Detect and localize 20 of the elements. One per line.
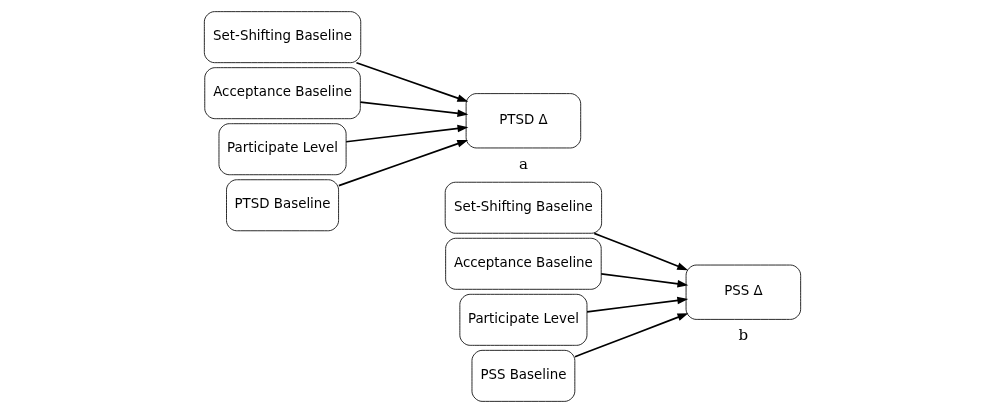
label: a xyxy=(518,154,528,173)
node-box: Participate Level xyxy=(218,123,347,176)
node-box: PTSD Δ xyxy=(465,93,582,149)
arrow xyxy=(338,140,469,187)
arrow xyxy=(600,273,689,288)
label: b xyxy=(738,326,749,345)
arrow xyxy=(574,313,689,358)
arrow xyxy=(593,232,689,271)
node-box: PSS Baseline xyxy=(471,349,576,402)
arrow xyxy=(355,61,469,102)
node-box: Acceptance Baseline xyxy=(445,237,602,290)
node-box: Set-Shifting Baseline xyxy=(203,11,362,64)
node-box: Participate Level xyxy=(459,293,588,346)
arrow xyxy=(359,101,469,118)
arrow xyxy=(586,296,689,313)
arrow xyxy=(345,124,469,143)
node-box: Acceptance Baseline xyxy=(204,67,361,120)
node-box: PTSD Baseline xyxy=(226,179,339,232)
node-box: Set-Shifting Baseline xyxy=(444,181,603,234)
node-box: PSS Δ xyxy=(685,264,802,320)
